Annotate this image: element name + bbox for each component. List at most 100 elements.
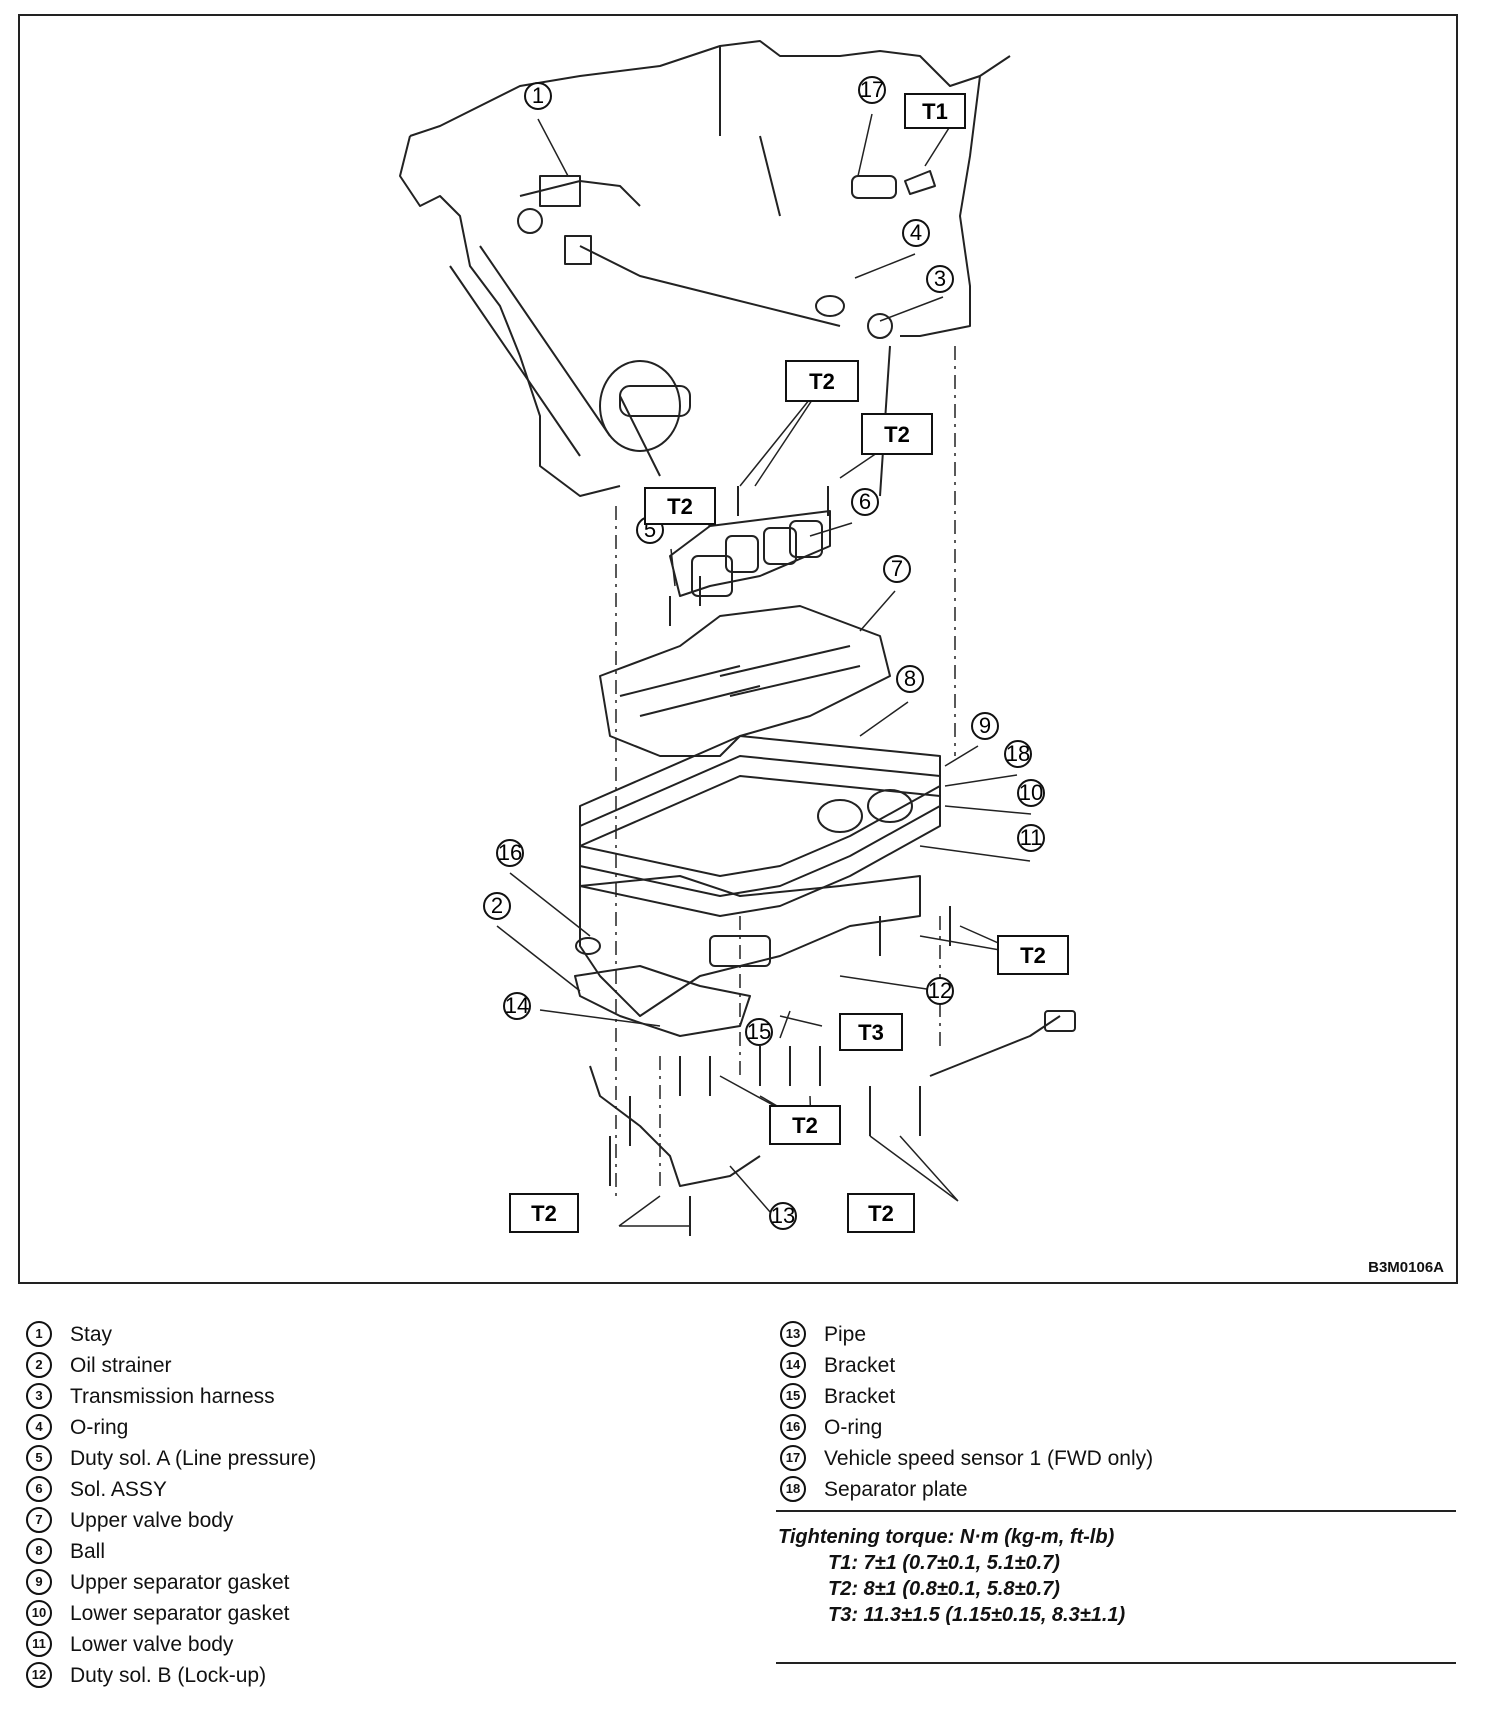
torque-line-t3: T3: 11.3±1.5 (1.15±0.15, 8.3±1.1): [828, 1604, 1126, 1626]
separator-plate-stack-1: [579, 735, 941, 877]
callout-number: 4: [910, 220, 922, 245]
legend-text: Stay: [70, 1322, 113, 1346]
legend-text: Duty sol. B (Lock-up): [70, 1663, 267, 1687]
pipe: [589, 1065, 761, 1187]
torque-box: [769, 1105, 841, 1145]
torque-box: [785, 360, 859, 402]
harness-connector: [564, 235, 592, 265]
legend-number: 18: [780, 1476, 806, 1503]
legend-number: 8: [26, 1538, 52, 1565]
callout-12: 12: [926, 977, 954, 1005]
legend-text: Sol. ASSY: [70, 1477, 167, 1501]
callout-18: 18: [1004, 740, 1032, 768]
speed-sensor: [851, 175, 897, 199]
callout-circle: [769, 1202, 797, 1230]
legend-number: 5: [26, 1445, 52, 1472]
legend-item-18: 18 Separator plate: [780, 1473, 1153, 1504]
callout-2: 2: [483, 892, 511, 920]
legend-text: Lower separator gasket: [70, 1601, 290, 1625]
callout-8: 8: [896, 665, 924, 693]
callout-circle: [902, 219, 930, 247]
legend-number: 9: [26, 1569, 52, 1596]
torque-spec-box: Tightening torque: N·m (kg-m, ft-lb) T1:…: [776, 1510, 1456, 1664]
torque-label-t2d: T2: [997, 935, 1069, 975]
callout-17: 17: [858, 76, 886, 104]
callout-number: 11: [1020, 825, 1043, 850]
torque-box-text: T2: [792, 1113, 818, 1138]
solenoid-c3: [789, 520, 823, 558]
torque-label-t2a: T2: [785, 360, 859, 402]
callout-number: 3: [934, 266, 946, 291]
callout-16: 16: [496, 839, 524, 867]
transmission-case: [399, 40, 1011, 497]
callout-number: 7: [891, 556, 903, 581]
torque-box-text: T2: [809, 369, 835, 394]
torque-box-text: T2: [868, 1201, 894, 1226]
callout-6: 6: [851, 488, 879, 516]
grommet: [815, 295, 845, 317]
callout-circle: [524, 82, 552, 110]
plate-hole-2: [867, 789, 913, 823]
legend-number: 4: [26, 1414, 52, 1441]
callout-7: 7: [883, 555, 911, 583]
callout-circle: [971, 712, 999, 740]
callout-circle: [926, 977, 954, 1005]
sensor-bolt: [904, 170, 936, 195]
torque-title: Tightening torque: N·m (kg-m, ft-lb): [778, 1526, 1115, 1548]
torque-box: [839, 1013, 903, 1051]
legend-number: 10: [26, 1600, 52, 1627]
solenoid-a: [691, 555, 733, 597]
callout-circle: [1004, 740, 1032, 768]
torque-box-text: T2: [667, 494, 693, 519]
output-housing: [599, 360, 681, 452]
legend-item-4: 4 O-ring: [26, 1411, 316, 1442]
legend-number: 7: [26, 1507, 52, 1534]
callout-4: 4: [902, 219, 930, 247]
callout-number: 1: [532, 83, 544, 108]
callout-circle: [483, 892, 511, 920]
legend-text: Oil strainer: [70, 1353, 172, 1377]
plate-hole-1: [817, 799, 863, 833]
legend-number: 3: [26, 1383, 52, 1410]
legend-number: 17: [780, 1445, 806, 1472]
callout-number: 17: [860, 77, 884, 102]
torque-box-text: T2: [531, 1201, 557, 1226]
separator-plate-stack-2: [579, 755, 941, 897]
upper-valve-body: [599, 605, 891, 757]
legend-text: Upper separator gasket: [70, 1570, 290, 1594]
legend-text: Bracket: [824, 1353, 896, 1377]
legend-item-9: 9 Upper separator gasket: [26, 1566, 316, 1597]
callout-number: 6: [859, 489, 871, 514]
callout-number: 10: [1019, 780, 1043, 805]
callout-circle: [1017, 779, 1045, 807]
connector-plug: [517, 208, 543, 234]
lower-valve-body: [579, 875, 921, 1017]
callout-circle: [496, 839, 524, 867]
legend-number: 14: [780, 1352, 806, 1379]
legend-text: O-ring: [70, 1415, 129, 1439]
legend-text: Ball: [70, 1539, 106, 1563]
callout-circle: [503, 992, 531, 1020]
callout-circle: [1017, 824, 1045, 852]
callout-number: 14: [505, 993, 529, 1018]
legend-number: 2: [26, 1352, 52, 1379]
callout-number: 15: [747, 1019, 771, 1044]
legend-text: Separator plate: [824, 1477, 968, 1501]
callout-3: 3: [926, 265, 954, 293]
legend-item-8: 8 Ball: [26, 1535, 316, 1566]
torque-box-text: T1: [922, 99, 948, 124]
